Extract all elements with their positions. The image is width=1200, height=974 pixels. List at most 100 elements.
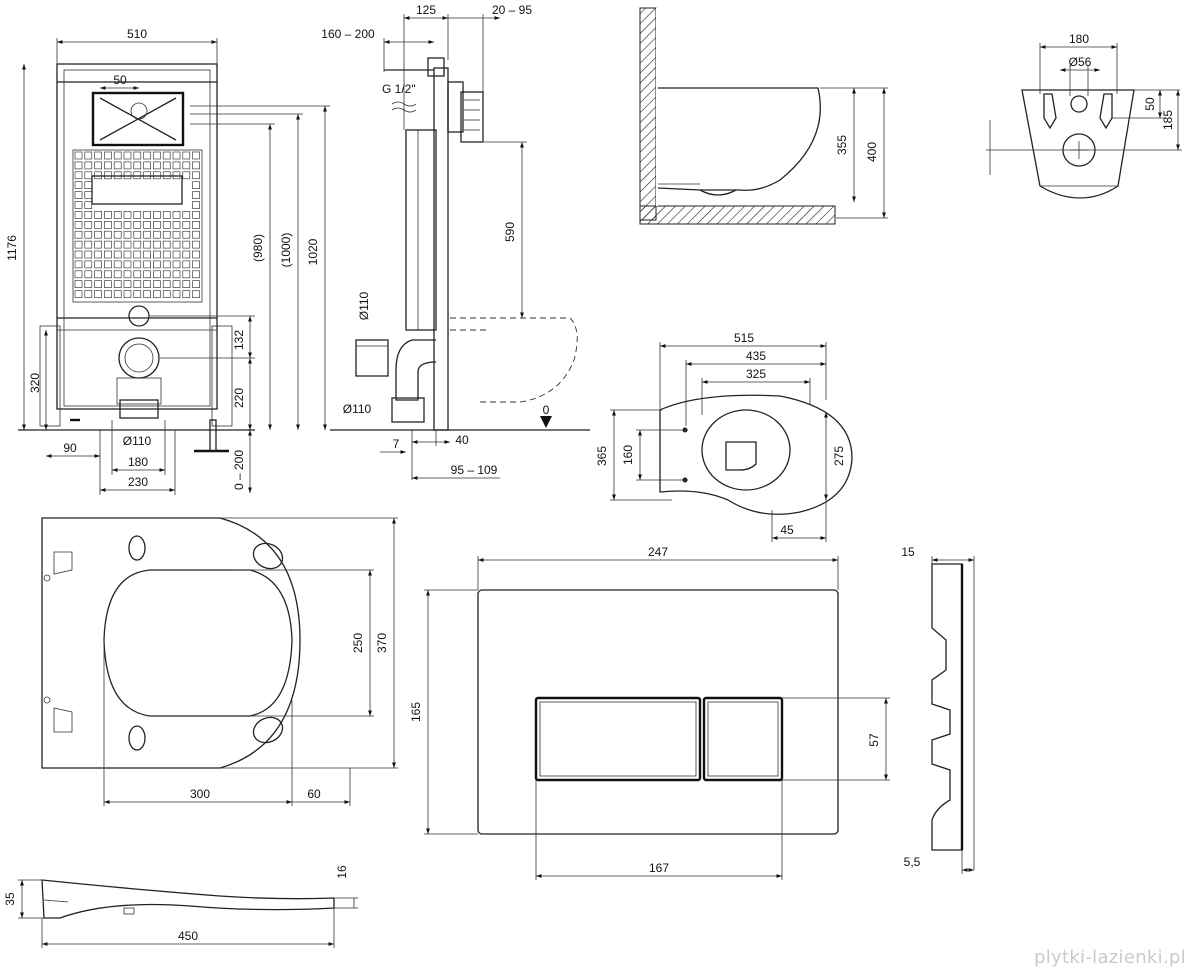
dim-180: 180 (128, 455, 148, 469)
tank-grid-cell (113, 290, 122, 298)
tank-grid-cell (113, 161, 122, 170)
dim-plate-165: 165 (409, 702, 423, 722)
tank-grid-cell (153, 171, 161, 180)
tank-grid-cell (162, 161, 171, 170)
tank-grid-cell (182, 240, 191, 249)
tank-grid-cell (94, 230, 102, 239)
dim-plate-15: 15 (901, 545, 915, 559)
dim-flush-offset: 50 (113, 73, 127, 87)
dim-40: 40 (455, 433, 469, 447)
dim-355: 355 (835, 135, 849, 155)
tank-grid-cell (104, 280, 112, 289)
dim-frame-width: 510 (127, 27, 147, 41)
dim-pipe-110: Ø110 (123, 434, 152, 448)
tank-grid-cell (172, 230, 181, 239)
frame-front-view (18, 63, 255, 453)
tank-grid-cell (133, 290, 142, 298)
tank-grid-cell (172, 161, 181, 170)
tank-grid-cell (94, 171, 102, 180)
dim-seat-250: 250 (351, 633, 365, 653)
tank-grid-cell (104, 230, 112, 239)
tank-grid-cell (143, 260, 151, 269)
tank-grid-cell (172, 211, 181, 219)
tank-grid-cell (104, 240, 112, 249)
tank-grid-cell (123, 250, 132, 259)
dim-back-50: 50 (1143, 97, 1157, 111)
tank-grid-cell (123, 221, 132, 229)
tank-grid-cell (94, 290, 102, 298)
dim-bolt-56: Ø56 (1069, 55, 1092, 69)
seat-side-dimensions: 35 16 450 (3, 865, 358, 948)
tank-grid-cell (133, 260, 142, 269)
dim-1020: 1020 (306, 238, 320, 265)
tank-grid-cell (192, 230, 200, 239)
tank-grid-cell (182, 280, 191, 289)
bowl-side-view (639, 7, 836, 225)
tank-grid-cell (104, 250, 112, 259)
tank-grid-cell (192, 171, 200, 180)
seat-side-view (41, 879, 335, 919)
dim-seat-370: 370 (375, 633, 389, 653)
dim-legs-adjust: 0 – 200 (232, 450, 246, 490)
tank-grid-cell (172, 240, 181, 249)
tank-grid-cell (123, 171, 132, 180)
tank-grid-cell (162, 250, 171, 259)
tank-grid-cell (94, 151, 102, 160)
tank-grid-cell (94, 270, 102, 279)
tank-grid-cell (104, 270, 112, 279)
tank-grid-cell (84, 211, 93, 219)
tank-grid-cell (123, 161, 132, 170)
tank-grid-cell (74, 290, 83, 298)
bowl-back-view (1021, 89, 1135, 199)
tank-grid-cell (74, 260, 83, 269)
tank-grid-cell (74, 151, 83, 160)
dim-pipe-110-bottom: Ø110 (343, 402, 372, 416)
tank-grid-cell (74, 230, 83, 239)
tank-grid-cell (162, 211, 171, 219)
tank-grid-cell (182, 290, 191, 298)
seat-top-dimensions: 250 370 300 60 (103, 517, 398, 806)
tank-grid-cell (104, 211, 112, 219)
tank-grid-cell (192, 250, 200, 259)
tank-grid-cell (192, 161, 200, 170)
bowl-side-dimensions: 355 400 (820, 87, 888, 219)
tank-grid-cell (84, 230, 93, 239)
tank-grid-cell (182, 230, 191, 239)
tank-grid-cell (94, 161, 102, 170)
dim-20-95: 20 – 95 (492, 3, 532, 17)
dim-980: (980) (251, 234, 265, 262)
tank-grid-cell (113, 240, 122, 249)
tank-grid-cell (182, 211, 191, 219)
flush-plate-side (931, 563, 964, 851)
tank-grid-cell (94, 280, 102, 289)
tank-grid-cell (143, 211, 151, 219)
tank-grid-cell (123, 211, 132, 219)
tank-grid-cell (182, 151, 191, 160)
tank-grid-cell (192, 260, 200, 269)
dim-seat-35: 35 (3, 892, 17, 906)
dim-seat-450: 450 (178, 929, 198, 943)
tank-grid-cell (153, 151, 161, 160)
dim-320: 320 (28, 373, 42, 393)
tank-grid-cell (192, 270, 200, 279)
tank-grid-cell (113, 270, 122, 279)
tank-grid-cell (84, 221, 93, 229)
tank-grid-cell (123, 240, 132, 249)
tank-grid-cell (104, 151, 112, 160)
dim-230: 230 (128, 475, 148, 489)
tank-grid-cell (133, 240, 142, 249)
dim-220: 220 (232, 388, 246, 408)
dim-pipe-110-vertical: Ø110 (357, 291, 371, 320)
tank-grid-cell (153, 270, 161, 279)
tank-grid-cell (84, 260, 93, 269)
tank-grid-cell (143, 161, 151, 170)
dim-160-200: 160 – 200 (321, 27, 375, 41)
tank-grid-cell (133, 161, 142, 170)
tank-grid-cell (74, 211, 83, 219)
dim-back-185: 185 (1161, 110, 1175, 130)
tank-grid-cell (84, 151, 93, 160)
tank-grid-cell (153, 260, 161, 269)
tank-grid-cell (182, 221, 191, 229)
tank-grid-cell (113, 151, 122, 160)
tank-grid-cell (74, 280, 83, 289)
